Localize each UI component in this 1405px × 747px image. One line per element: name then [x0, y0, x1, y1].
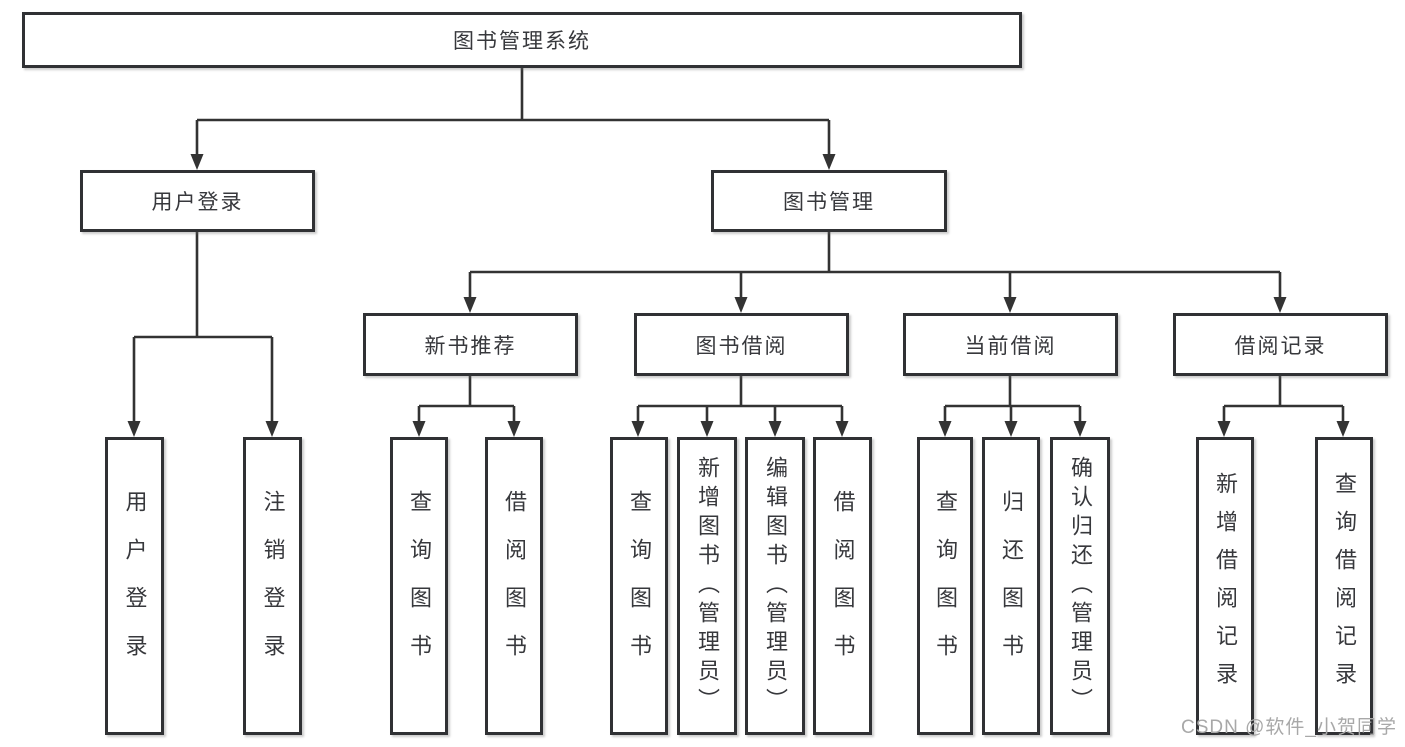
leaf-borrow-books: 借阅图书 [813, 437, 872, 735]
node-borrow-records: 借阅记录 [1173, 313, 1388, 376]
csdn-watermark: CSDN @软件_小贺同学 [1181, 717, 1397, 738]
node-label: 图书管理 [783, 191, 875, 214]
node-label: 新增借阅记录 [1213, 472, 1238, 700]
node-label: 图书借阅 [695, 334, 788, 358]
connector-root-to-level2 [195, 68, 831, 156]
leaf-logout: 注销登录 [243, 437, 302, 735]
node-root-library-system: 图书管理系统 [22, 12, 1022, 68]
connector-borrow-records-to-leaves [1222, 376, 1345, 423]
leaf-query-books-current: 查询图书 [917, 437, 973, 735]
node-label: 确认归还（管理员） [1068, 455, 1093, 717]
node-label: 查询图书 [407, 490, 432, 682]
leaf-add-book-admin: 新增图书（管理员） [677, 437, 737, 735]
leaf-return-book: 归还图书 [982, 437, 1040, 735]
connector-book-borrow-to-leaves [636, 376, 844, 423]
leaf-query-books-recommend: 查询图书 [390, 437, 448, 735]
leaf-confirm-return-admin: 确认归还（管理员） [1050, 437, 1110, 735]
connector-new-book-to-leaves [417, 376, 516, 423]
arrowheads [127, 154, 1350, 437]
node-label: 新增图书（管理员） [695, 455, 720, 717]
leaf-edit-book-admin: 编辑图书（管理员） [745, 437, 805, 735]
node-label: 查询图书 [933, 490, 958, 682]
node-new-book-recommend: 新书推荐 [363, 313, 578, 376]
node-label: 新书推荐 [424, 334, 517, 358]
node-label: 借阅图书 [830, 490, 856, 682]
node-label: 注销登录 [260, 490, 286, 682]
node-book-management-branch: 图书管理 [711, 170, 947, 232]
node-label: 归还图书 [999, 490, 1024, 682]
node-label: 查询借阅记录 [1332, 472, 1357, 700]
leaf-borrow-books-recommend: 借阅图书 [485, 437, 543, 735]
node-label: 借阅记录 [1234, 334, 1327, 358]
node-label: 图书管理系统 [453, 30, 591, 53]
node-label: 用户登录 [151, 191, 244, 214]
leaf-user-login: 用户登录 [105, 437, 164, 735]
connector-current-borrow-to-leaves [943, 376, 1082, 423]
leaf-query-borrow-record: 查询借阅记录 [1315, 437, 1373, 735]
node-label: 借阅图书 [502, 490, 527, 682]
node-label: 用户登录 [122, 490, 148, 682]
node-label: 查询图书 [627, 490, 652, 682]
node-current-borrow: 当前借阅 [903, 313, 1118, 376]
node-book-borrow: 图书借阅 [634, 313, 849, 376]
leaf-add-borrow-record: 新增借阅记录 [1196, 437, 1254, 735]
node-label: 编辑图书（管理员） [763, 455, 788, 717]
leaf-query-books-borrow: 查询图书 [610, 437, 668, 735]
connector-book-mgmt-to-level3 [468, 232, 1282, 299]
node-label: 当前借阅 [964, 334, 1057, 358]
connector-user-login-to-leaves [132, 232, 274, 423]
node-user-login-branch: 用户登录 [80, 170, 315, 232]
